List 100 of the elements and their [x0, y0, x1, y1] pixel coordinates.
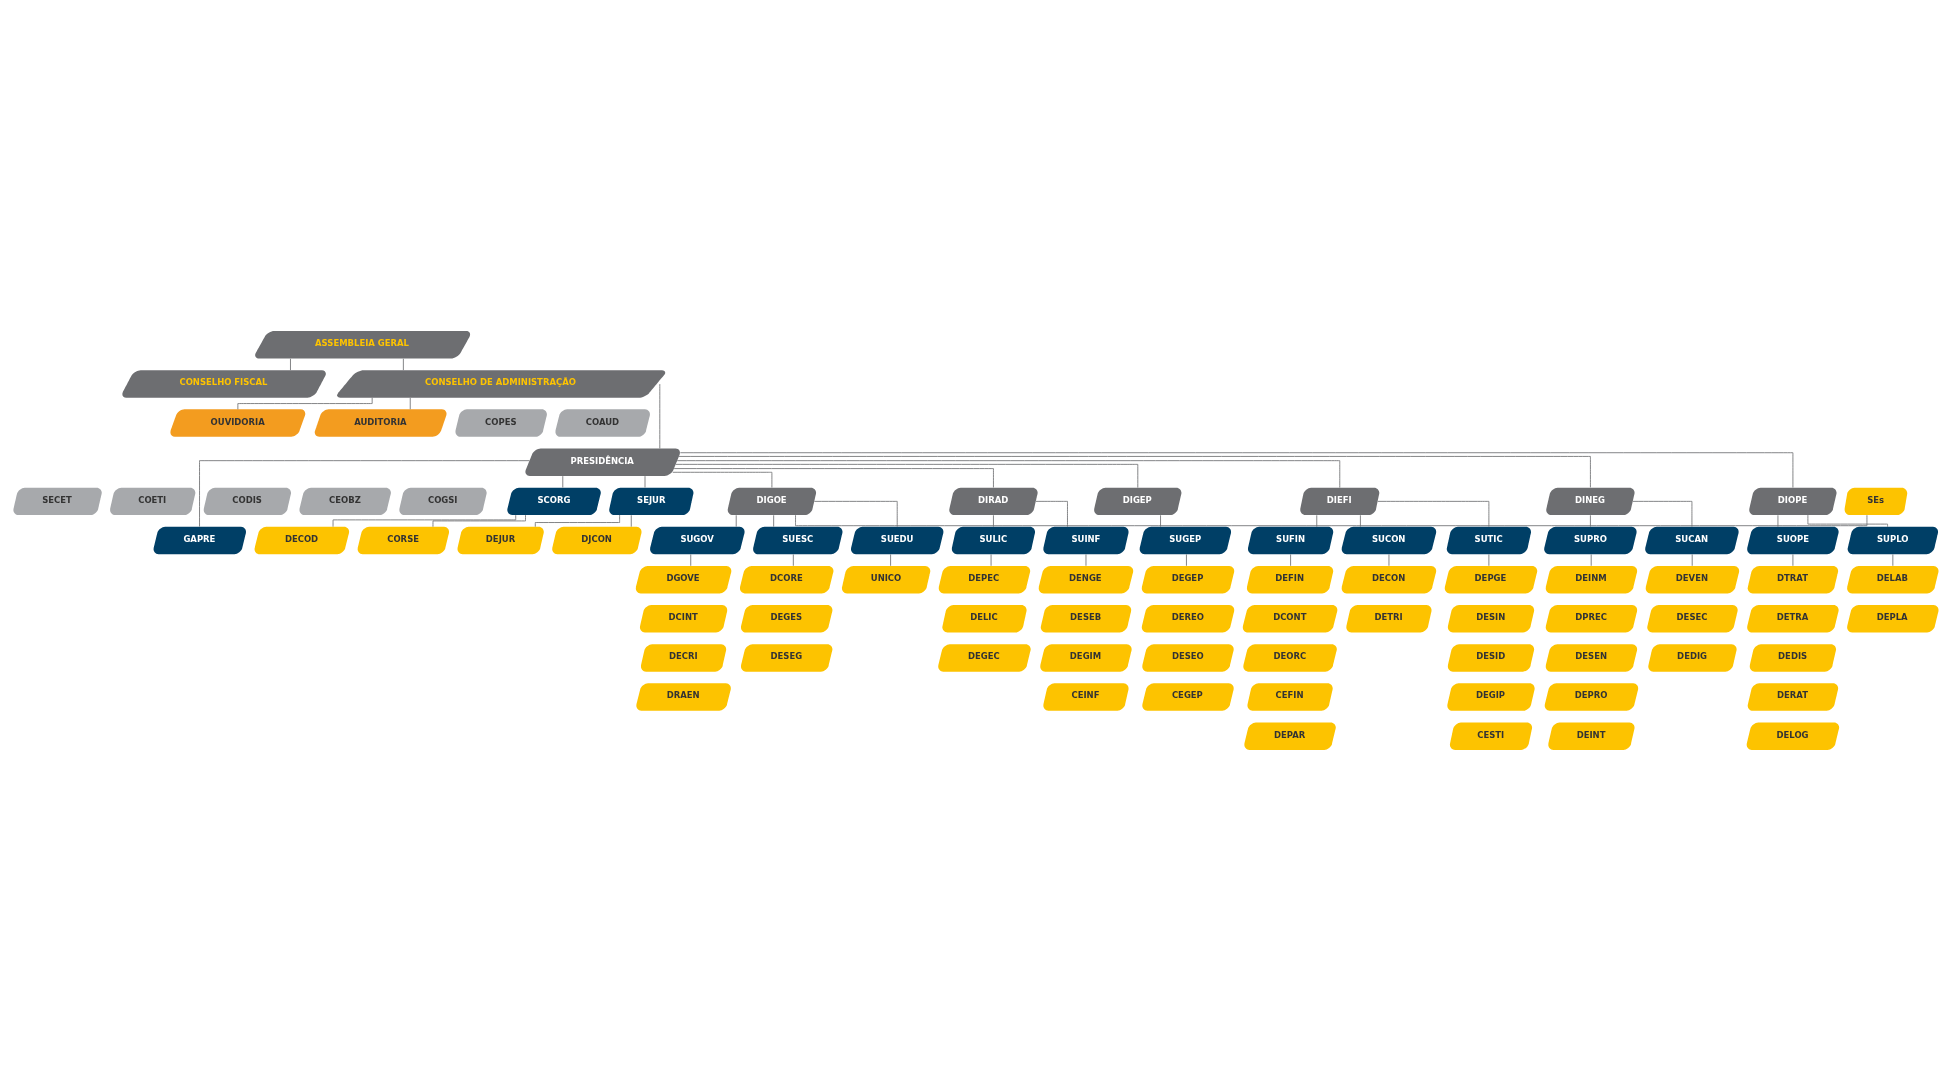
node-box: DESEO: [1142, 644, 1234, 672]
node-box: OUVIDORIA: [170, 409, 306, 437]
node-box: SUCAN: [1645, 526, 1739, 555]
connector: [679, 452, 1794, 488]
connector: [792, 554, 794, 567]
connector: [1377, 500, 1490, 527]
node-box: DESEC: [1647, 605, 1738, 633]
node-box: DEPRO: [1544, 683, 1639, 711]
node-box: DINEG: [1546, 487, 1635, 516]
node-box: DEPLA: [1847, 605, 1939, 633]
node-box: CEFIN: [1247, 683, 1333, 711]
connector: [1632, 500, 1693, 527]
node-box: SUINF: [1043, 526, 1129, 555]
node-box: CESTI: [1449, 722, 1533, 750]
node-box: DESID: [1447, 644, 1535, 672]
node-box: DCINT: [639, 605, 728, 633]
node-box: UNICO: [841, 565, 931, 594]
connector: [890, 554, 892, 567]
connector: [676, 460, 1341, 488]
node-box: DEVEN: [1645, 565, 1740, 594]
node-box: DEDIG: [1648, 644, 1737, 672]
node-box: SCORG: [507, 487, 601, 516]
node-box: SUPRO: [1544, 526, 1637, 555]
node-box: DCONT: [1242, 605, 1338, 633]
connector: [534, 514, 621, 528]
node-box: COGSI: [399, 487, 487, 516]
node-box: DECOD: [254, 526, 350, 555]
node-box: DIEFI: [1300, 487, 1380, 516]
connector: [672, 471, 773, 488]
connector: [795, 514, 1868, 527]
connector: [1359, 514, 1361, 528]
node-box: DENGE: [1038, 565, 1134, 594]
node-box: DEJUR: [457, 526, 544, 555]
node-box: SUPLO: [1847, 526, 1939, 555]
connector: [1488, 554, 1490, 567]
node-box: DETRA: [1747, 605, 1839, 633]
node-box: DEGES: [741, 605, 833, 633]
connector: [644, 475, 646, 488]
connector: [673, 468, 994, 488]
node-box: SECET: [13, 487, 102, 516]
node-box: DESEN: [1545, 644, 1638, 672]
node-box: COETI: [110, 487, 196, 516]
node-box: DESIN: [1447, 605, 1535, 633]
connector: [1035, 500, 1068, 527]
connector: [773, 514, 775, 528]
connector: [1777, 514, 1779, 528]
connector: [1160, 514, 1161, 528]
node-box: DEPEC: [938, 565, 1031, 594]
node-box: DRAEN: [636, 683, 731, 711]
connector: [1807, 514, 1888, 528]
connector: [432, 514, 526, 528]
node-box: DEDIS: [1749, 644, 1837, 672]
node-box: SUFIN: [1248, 526, 1334, 555]
node-box: SUCON: [1341, 526, 1437, 555]
node-box: SEJUR: [609, 487, 694, 516]
node-box: CONSELHO DE ADMINISTRAÇÃO: [337, 370, 666, 398]
connector: [1186, 554, 1187, 567]
node-box: DCORE: [739, 565, 834, 594]
node-box: SEs: [1844, 487, 1908, 516]
connector: [409, 397, 411, 410]
node-box: CEGEP: [1142, 683, 1234, 711]
node-box: AUDITORIA: [314, 409, 447, 437]
connector: [735, 514, 737, 528]
node-box: GAPRE: [153, 526, 247, 555]
node-box: DETRI: [1346, 605, 1432, 633]
connector: [237, 397, 373, 410]
connector: [678, 456, 1591, 488]
connector: [1590, 514, 1591, 528]
node-box: SUTIC: [1446, 526, 1531, 555]
node-box: DIGOE: [727, 487, 817, 516]
node-box: DECRI: [640, 644, 727, 672]
node-box: DESEB: [1040, 605, 1132, 633]
connector: [630, 514, 632, 528]
connector: [690, 554, 692, 567]
node-box: DIGEP: [1094, 487, 1182, 516]
node-box: DTRAT: [1747, 565, 1839, 594]
node-box: SUGOV: [650, 526, 745, 555]
node-box: DGOVE: [635, 565, 732, 594]
connector: [332, 514, 517, 528]
node-box: DIRAD: [949, 487, 1038, 516]
node-box: DELIC: [942, 605, 1027, 633]
node-box: SULIC: [951, 526, 1036, 555]
connector: [1590, 554, 1592, 567]
node-box: SUGEP: [1139, 526, 1232, 555]
connector: [813, 500, 898, 527]
connector: [990, 554, 992, 567]
connector: [402, 358, 404, 371]
node-box: COPES: [455, 409, 547, 437]
node-box: DERAT: [1747, 683, 1839, 711]
node-box: DPREC: [1545, 605, 1638, 633]
node-box: DEGIM: [1040, 644, 1132, 672]
node-box: DEGEP: [1141, 565, 1235, 594]
node-box: CORSE: [357, 526, 450, 555]
node-box: DEPAR: [1244, 722, 1336, 750]
node-box: CODIS: [203, 487, 292, 516]
connector: [1388, 554, 1390, 567]
node-box: CEOBZ: [299, 487, 391, 516]
node-box: COAUD: [555, 409, 650, 437]
connector: [1316, 514, 1318, 528]
node-box: DEINT: [1548, 722, 1635, 750]
